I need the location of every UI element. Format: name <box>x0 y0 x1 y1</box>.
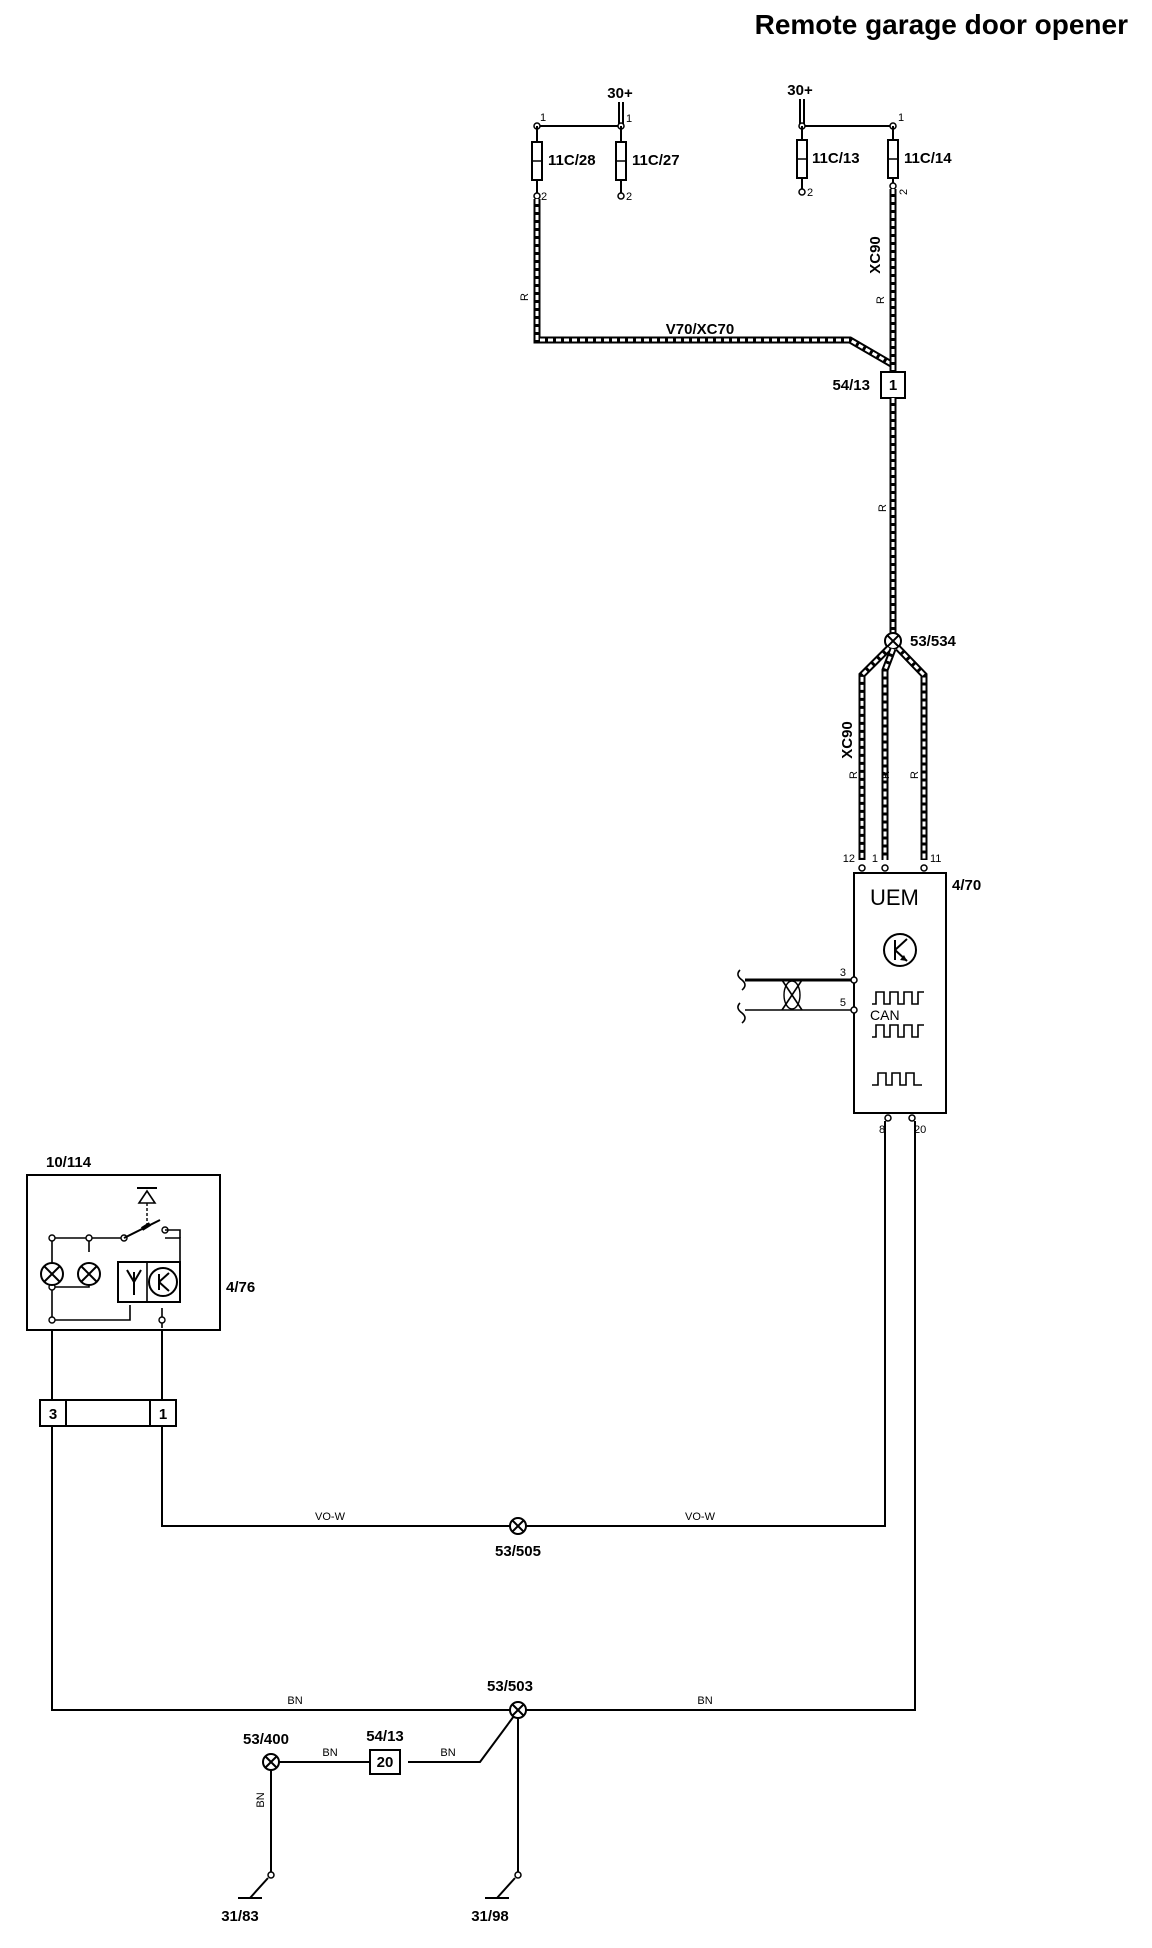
mirror-module-id-label: 4/76 <box>226 1279 255 1296</box>
uem-pin: 1 <box>872 853 878 865</box>
ground-label: 31/83 <box>221 1908 259 1925</box>
ground-31-83: 31/83 <box>221 1871 275 1925</box>
splice-label: 53/400 <box>243 1731 289 1748</box>
wire-red-v70 <box>533 199 895 369</box>
splice-label: 53/505 <box>495 1543 541 1560</box>
wire-red-uem-pin12 <box>858 645 892 860</box>
uem-pin: 20 <box>914 1124 926 1136</box>
wire-bn-main <box>51 1121 916 1711</box>
connector-pin: 20 <box>377 1754 394 1771</box>
splice-53-505: 53/505 <box>495 1517 541 1560</box>
transistor-icon <box>148 1267 178 1297</box>
fuse-pin: 1 <box>540 112 546 124</box>
fuse-11c-14: 11C/14 2 <box>887 126 952 195</box>
lamp-icon <box>77 1262 101 1286</box>
diagram-title: Remote garage door opener <box>755 9 1129 40</box>
connector-10-114: 3 1 <box>39 1399 177 1427</box>
fuse-pin: 2 <box>898 189 910 195</box>
wire-color-label: BN <box>255 1792 267 1807</box>
connector-pin: 1 <box>889 377 897 394</box>
fuse-11c-27: 11C/27 2 <box>615 126 680 203</box>
variant-label-xc90: XC90 <box>839 721 856 759</box>
splice-53-534: 53/534 <box>884 632 957 650</box>
wire-color-label: BN <box>322 1747 337 1759</box>
fuse-label: 11C/14 <box>904 150 952 167</box>
mirror-module: 10/114 4/76 <box>26 1154 255 1331</box>
signal-wave-icon <box>872 991 924 1005</box>
variant-label-v70: V70/XC70 <box>666 321 734 338</box>
supply-wire-right <box>799 99 805 126</box>
uem-module: 12 1 11 UEM 4/70 CAN 3 5 8 20 <box>840 853 981 1136</box>
uem-pin: 8 <box>879 1124 885 1136</box>
mirror-module-connector-label: 10/114 <box>46 1154 92 1171</box>
connector-54-13-top: 1 54/13 <box>832 371 906 399</box>
can-bus-label: CAN <box>870 1007 900 1023</box>
uem-pin: 3 <box>840 967 846 979</box>
uem-id-label: 4/70 <box>952 877 981 894</box>
signal-wave-icon <box>872 1024 924 1038</box>
wire-vo-w <box>161 1121 886 1527</box>
connector-label: 54/13 <box>832 377 870 394</box>
wire-red-uem-pin11 <box>895 645 928 860</box>
fuse-pin: 1 <box>626 113 632 125</box>
splice-53-400: 53/400 <box>243 1731 289 1771</box>
lamp-icon <box>40 1262 64 1286</box>
wire-color-label: VO-W <box>685 1511 716 1523</box>
connector-label: 54/13 <box>366 1728 404 1745</box>
wire-red-uem-pin1 <box>881 647 897 860</box>
transistor-icon <box>883 933 917 967</box>
fuse-pin: 2 <box>626 191 632 203</box>
wire-color-label: R <box>875 296 887 304</box>
supply-label-right: 30+ <box>787 82 813 99</box>
fuse-11c-13: 11C/13 2 <box>796 126 860 199</box>
fuse-pin: 2 <box>541 191 547 203</box>
splice-label: 53/503 <box>487 1678 533 1695</box>
wire-bn-branch <box>408 1715 515 1763</box>
signal-wave-icon <box>872 1072 922 1086</box>
connector-pin: 3 <box>49 1406 57 1423</box>
can-bus-wires <box>737 969 851 1024</box>
variant-label-xc90: XC90 <box>867 236 884 274</box>
splice-label: 53/534 <box>910 633 957 650</box>
wire-color-label: R <box>880 771 892 779</box>
wire-color-label: R <box>848 771 860 779</box>
fuse-label: 11C/27 <box>632 152 680 169</box>
wire-color-label: BN <box>697 1695 712 1707</box>
fuse-pin: 1 <box>898 112 904 124</box>
antenna-icon <box>126 1269 142 1295</box>
uem-label: UEM <box>870 885 919 910</box>
fuse-label: 11C/13 <box>812 150 860 167</box>
fuse-11c-28: 11C/28 2 <box>531 126 596 203</box>
supply-wire-left <box>618 102 624 126</box>
wire-color-label: R <box>519 293 531 301</box>
switch-icon <box>123 1187 181 1239</box>
wire-color-label: R <box>909 771 921 779</box>
supply-label-left: 30+ <box>607 85 633 102</box>
uem-pin: 12 <box>843 853 855 865</box>
uem-pin: 11 <box>930 853 941 865</box>
uem-pin: 5 <box>840 997 846 1009</box>
wire-color-label: BN <box>440 1747 455 1759</box>
connector-54-13-bottom: 20 54/13 <box>366 1728 404 1775</box>
ground-label: 31/98 <box>471 1908 509 1925</box>
wire-color-label: VO-W <box>315 1511 346 1523</box>
connector-pin: 1 <box>159 1406 167 1423</box>
wire-color-label: BN <box>287 1695 302 1707</box>
splice-53-503: 53/503 <box>487 1678 533 1719</box>
fuse-label: 11C/28 <box>548 152 596 169</box>
fuse-pin: 2 <box>807 187 813 199</box>
ground-31-98: 31/98 <box>471 1871 522 1925</box>
wire-color-label: R <box>877 504 889 512</box>
